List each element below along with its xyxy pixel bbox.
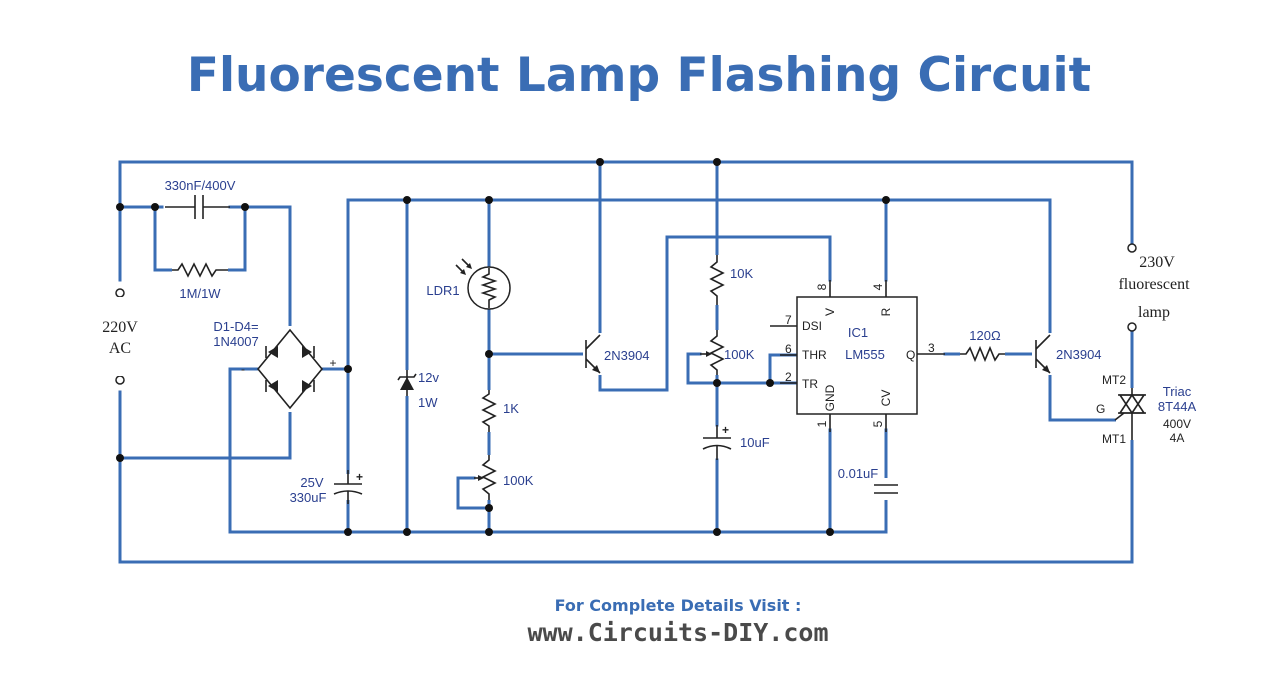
- triac-label-voltage: 400V: [1163, 417, 1191, 431]
- filter-capacitor-value: 330uF: [290, 490, 327, 505]
- potentiometer-mid-label: 100K: [724, 347, 755, 362]
- triac-label-type: Triac: [1163, 384, 1192, 399]
- wires: [118, 160, 1134, 564]
- ldr: [455, 258, 511, 310]
- capacitor-cv-label: 0.01uF: [838, 466, 879, 481]
- potentiometer-left-label: 100K: [503, 473, 534, 488]
- resistor-1k-label: 1K: [503, 401, 519, 416]
- ic-pin-tr: TR: [802, 377, 818, 391]
- capacitor-cv: [872, 478, 900, 500]
- resistor-10k-label: 10K: [730, 266, 753, 281]
- resistor-120: [960, 345, 1005, 363]
- bridge-plus: +: [329, 356, 336, 370]
- ldr-label: LDR1: [426, 283, 459, 298]
- triac-gate: G: [1096, 402, 1105, 416]
- ic-pin-number-8: 8: [815, 283, 829, 290]
- input-capacitor: [165, 195, 230, 219]
- ic-pin-q: Q: [906, 348, 915, 362]
- junction-dots: [116, 158, 890, 536]
- input-capacitor-label: 330nF/400V: [165, 178, 236, 193]
- capacitor-10uf: +: [700, 423, 734, 460]
- resistor-10k: [709, 255, 725, 305]
- ac-label-voltage: 220V: [102, 319, 138, 336]
- ic-pin-dsi: DSI: [802, 319, 822, 333]
- resistor-1k: [481, 390, 497, 432]
- ic-pin-v: V: [823, 308, 837, 316]
- zener-power: 1W: [418, 395, 438, 410]
- ac-input-terminals: [112, 288, 128, 385]
- ic-pin-number-2: 2: [785, 370, 792, 384]
- transistor-1: [583, 333, 605, 375]
- transistor-2: [1032, 333, 1054, 375]
- ic-pin-cv: CV: [879, 390, 893, 407]
- ic-pin-thr: THR: [802, 348, 827, 362]
- filter-capacitor: +: [332, 470, 364, 504]
- ic-pin-number-6: 6: [785, 342, 792, 356]
- ic-pin-number-3: 3: [928, 341, 935, 355]
- bridge-minus: -: [241, 362, 245, 376]
- transistor-2-label: 2N3904: [1056, 347, 1102, 362]
- resistor-120-label: 120Ω: [969, 328, 1001, 343]
- ic-pin-number-4: 4: [871, 283, 885, 290]
- triac-mt1: MT1: [1102, 432, 1126, 446]
- ic-pin-number-7: 7: [785, 313, 792, 327]
- footer-website[interactable]: www.Circuits-DIY.com: [527, 618, 829, 647]
- ic-name: IC1: [848, 325, 868, 340]
- triac-mt2: MT2: [1102, 373, 1126, 387]
- capacitor-10uf-label: 10uF: [740, 435, 770, 450]
- input-resistor: [172, 262, 228, 278]
- lamp-label-type: fluorescent: [1118, 276, 1190, 293]
- input-resistor-label: 1M/1W: [179, 286, 221, 301]
- lamp-label-voltage: 230V: [1139, 254, 1175, 271]
- ic-pin-gnd: GND: [823, 384, 837, 411]
- lamp-label-name: lamp: [1138, 304, 1170, 321]
- svg-text:+: +: [722, 423, 729, 437]
- ic-pin-number-5: 5: [871, 420, 885, 427]
- footer-visit-label: For Complete Details Visit :: [554, 596, 802, 615]
- ic-pin-r: R: [879, 307, 893, 316]
- filter-capacitor-voltage: 25V: [300, 475, 323, 490]
- transistor-1-label: 2N3904: [604, 348, 650, 363]
- triac: [1114, 388, 1148, 440]
- bridge-label-1: D1-D4=: [213, 319, 258, 334]
- lamp-terminals: [1127, 243, 1137, 332]
- svg-text:+: +: [356, 470, 363, 484]
- bridge-rectifier: [256, 326, 324, 412]
- potentiometer-left: [474, 455, 498, 500]
- triac-label-part: 8T44A: [1158, 399, 1197, 414]
- triac-label-current: 4A: [1170, 431, 1185, 445]
- ac-label-type: AC: [109, 340, 131, 357]
- ic-pin-number-1: 1: [815, 420, 829, 427]
- potentiometer-mid: [700, 330, 726, 375]
- ic-555: [770, 280, 945, 432]
- ic-part: LM555: [845, 347, 885, 362]
- page-title: Fluorescent Lamp Flashing Circuit: [186, 48, 1092, 103]
- zener-voltage: 12v: [418, 370, 439, 385]
- zener-diode: [397, 370, 417, 396]
- bridge-label-2: 1N4007: [213, 334, 259, 349]
